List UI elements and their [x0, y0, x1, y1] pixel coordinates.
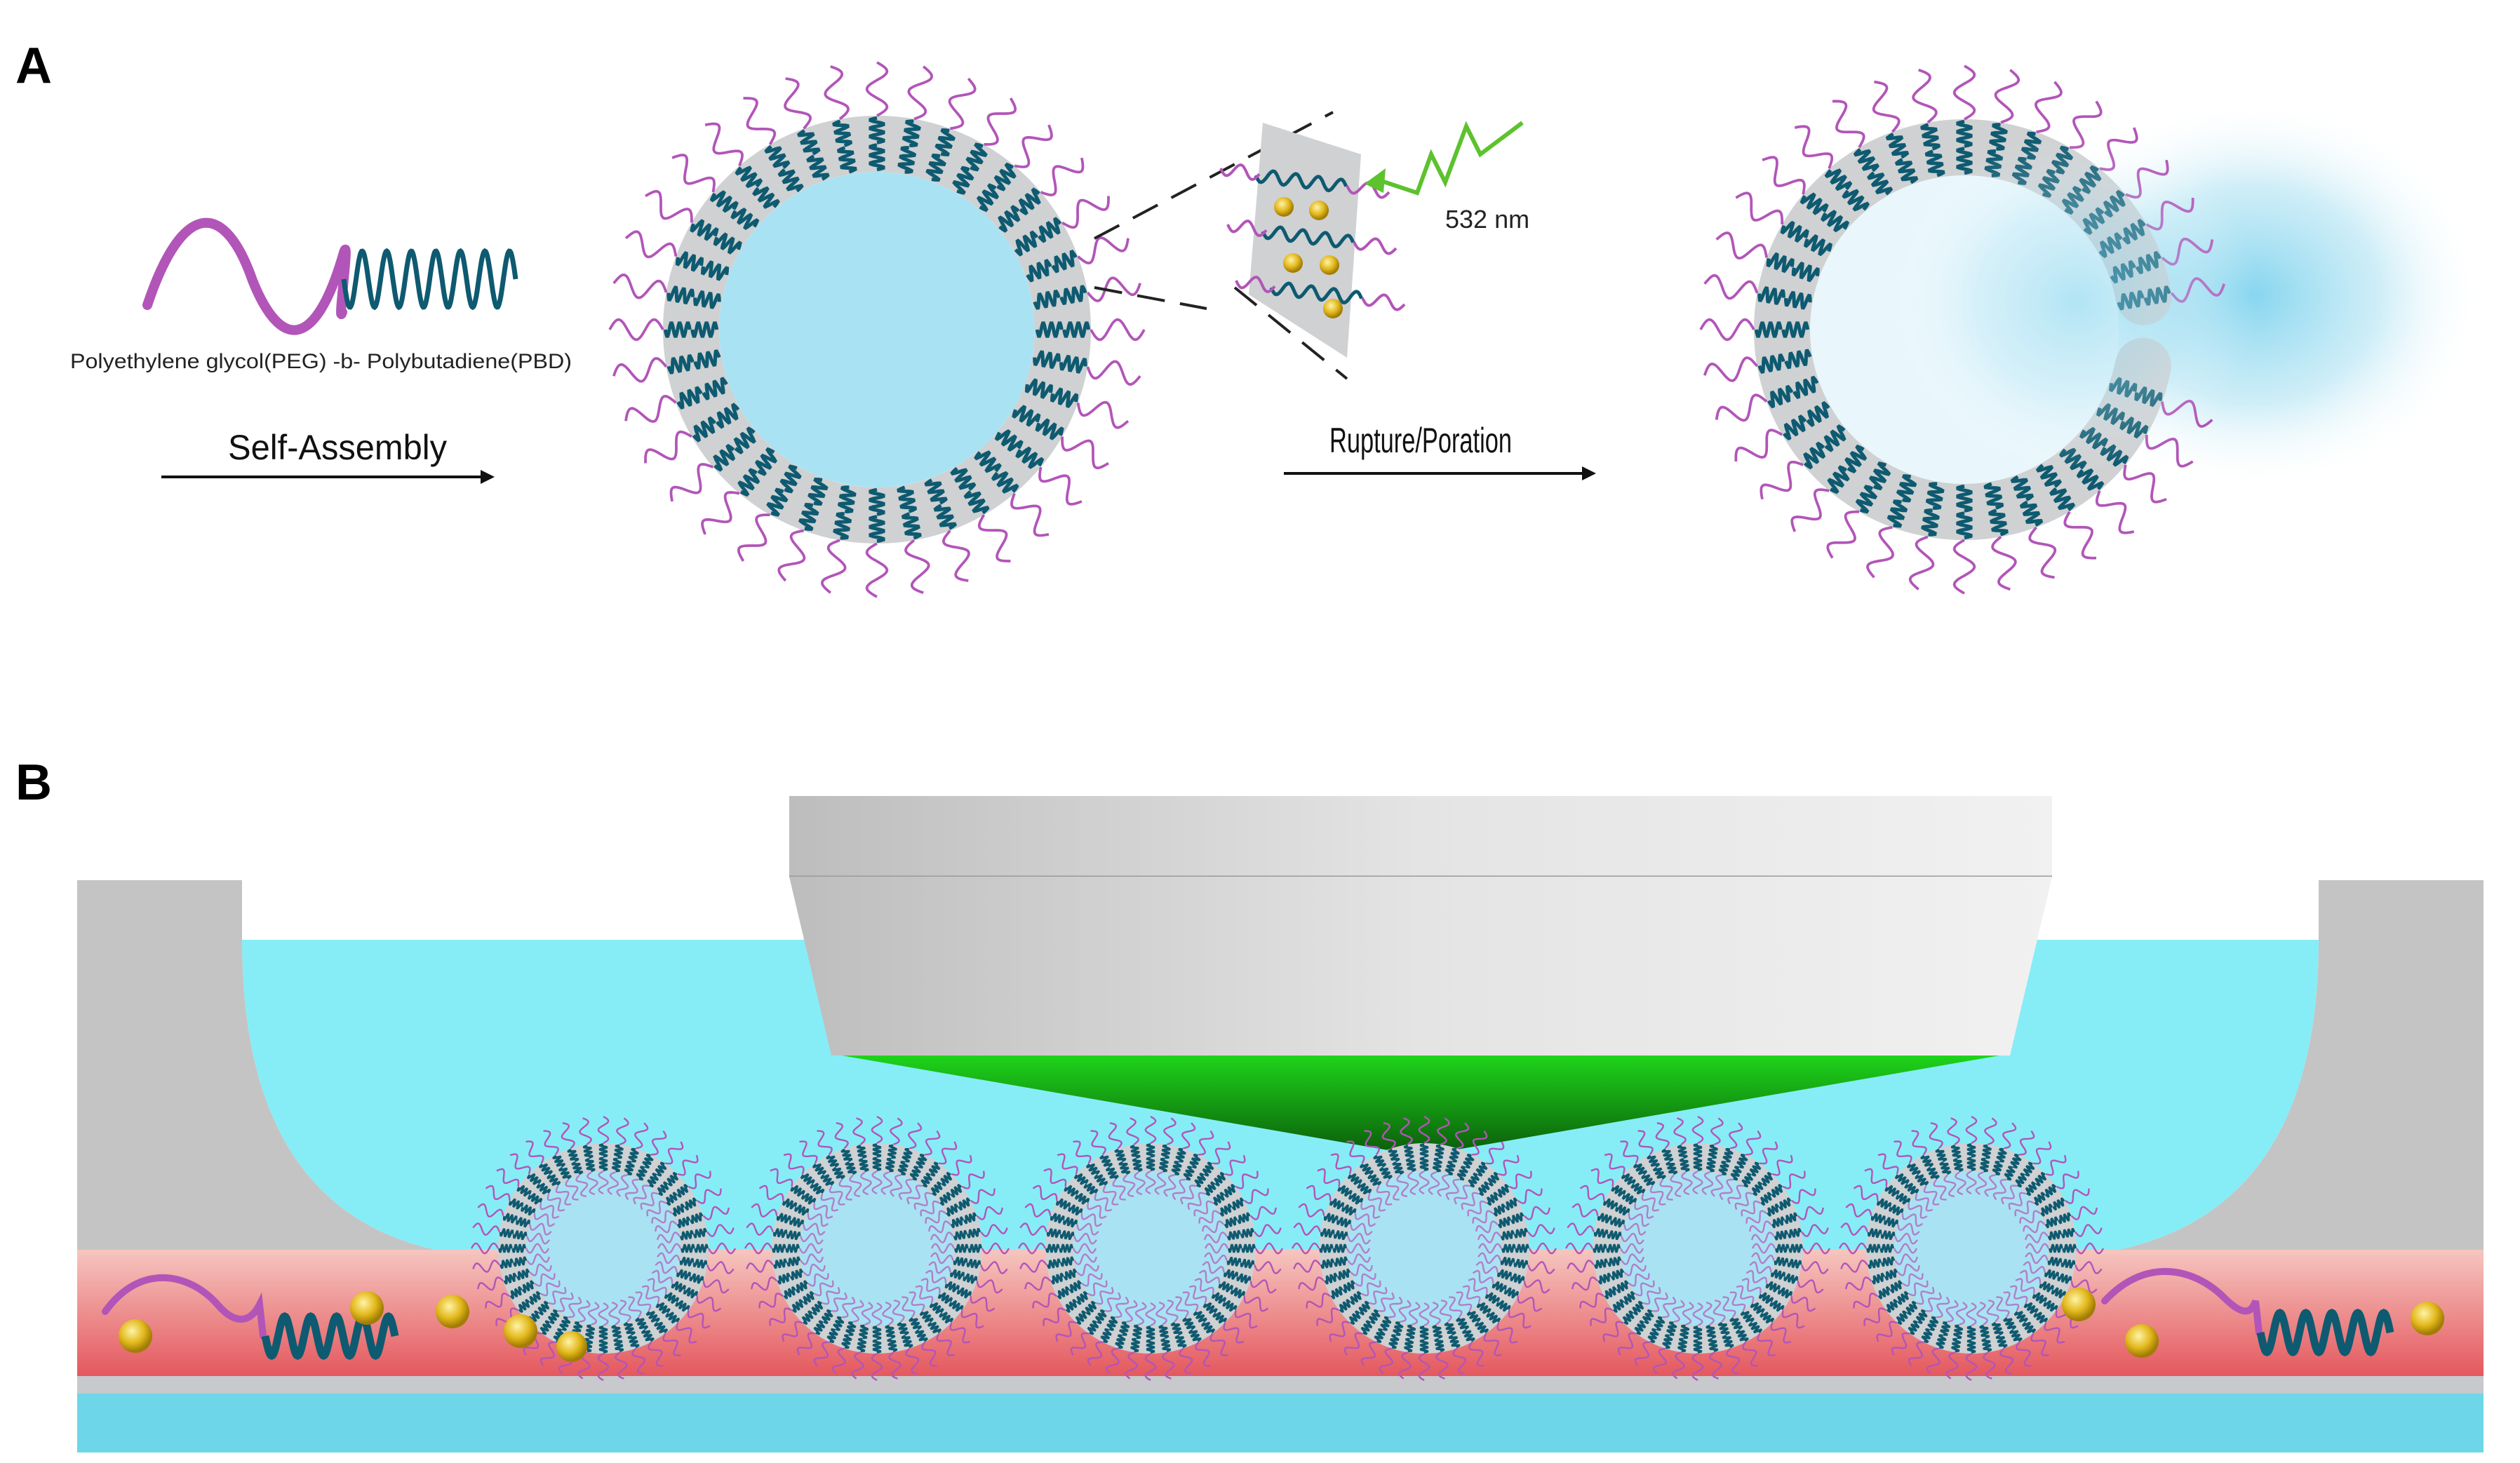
gold-nanoparticle-icon — [436, 1295, 469, 1328]
polymersome-vesicle — [608, 61, 1146, 598]
rupture-label: Rupture/Poration — [1329, 421, 1512, 460]
polymersome-vesicle — [1291, 1115, 1557, 1382]
laser-beam — [842, 1056, 1999, 1156]
copolymer-caption: Polyethylene glycol(PEG) -b- Polybutadie… — [70, 350, 572, 373]
polymersome-vesicle — [1838, 1115, 2105, 1382]
free-copolymer-right — [2101, 1267, 2394, 1356]
gold-nanoparticle-icon — [2062, 1288, 2096, 1321]
gold-nanoparticle-icon — [1323, 299, 1343, 318]
free-copolymer-left — [102, 1274, 399, 1360]
peg-pbd-copolymer — [142, 217, 518, 335]
polymersome-vesicle — [744, 1115, 1010, 1382]
membrane-inset — [1219, 123, 1406, 358]
laser-zigzag-icon — [1365, 121, 1524, 196]
peg-block — [142, 217, 351, 335]
gold-nanoparticle-icon — [2125, 1324, 2159, 1358]
well-wall-right — [2119, 880, 2484, 1250]
objective-lens — [789, 796, 2052, 1056]
gold-nanoparticle-icon — [556, 1331, 587, 1362]
gold-nanoparticle-icon — [1283, 253, 1303, 273]
gold-nanoparticle-icon — [504, 1314, 537, 1348]
gold-nanoparticle-icon — [1274, 197, 1294, 217]
gold-nanoparticle-icon — [1320, 255, 1339, 275]
gold-nanoparticle-icon — [1309, 201, 1329, 220]
rupture-arrow — [1284, 466, 1596, 480]
gold-nanoparticle-icon — [119, 1319, 152, 1353]
glass-interface — [77, 1376, 2484, 1394]
pbd-block — [341, 248, 518, 311]
gold-particles-b — [119, 1288, 2444, 1362]
self-assembly-arrow — [161, 470, 495, 484]
polymersome-vesicle — [1017, 1115, 1284, 1382]
panel-label-a: A — [15, 38, 52, 94]
well-wall-left — [77, 880, 435, 1250]
wavelength-label: 532 nm — [1445, 205, 1529, 234]
self-assembly-label: Self-Assembly — [228, 428, 447, 467]
glass-slide — [77, 1392, 2484, 1452]
gold-nanoparticle-icon — [350, 1291, 384, 1325]
gold-nanoparticle-icon — [2411, 1302, 2444, 1335]
ruptured-vesicle — [1699, 65, 2259, 595]
panel-label-b: B — [15, 755, 52, 811]
polymersome-vesicle — [1564, 1115, 1831, 1382]
